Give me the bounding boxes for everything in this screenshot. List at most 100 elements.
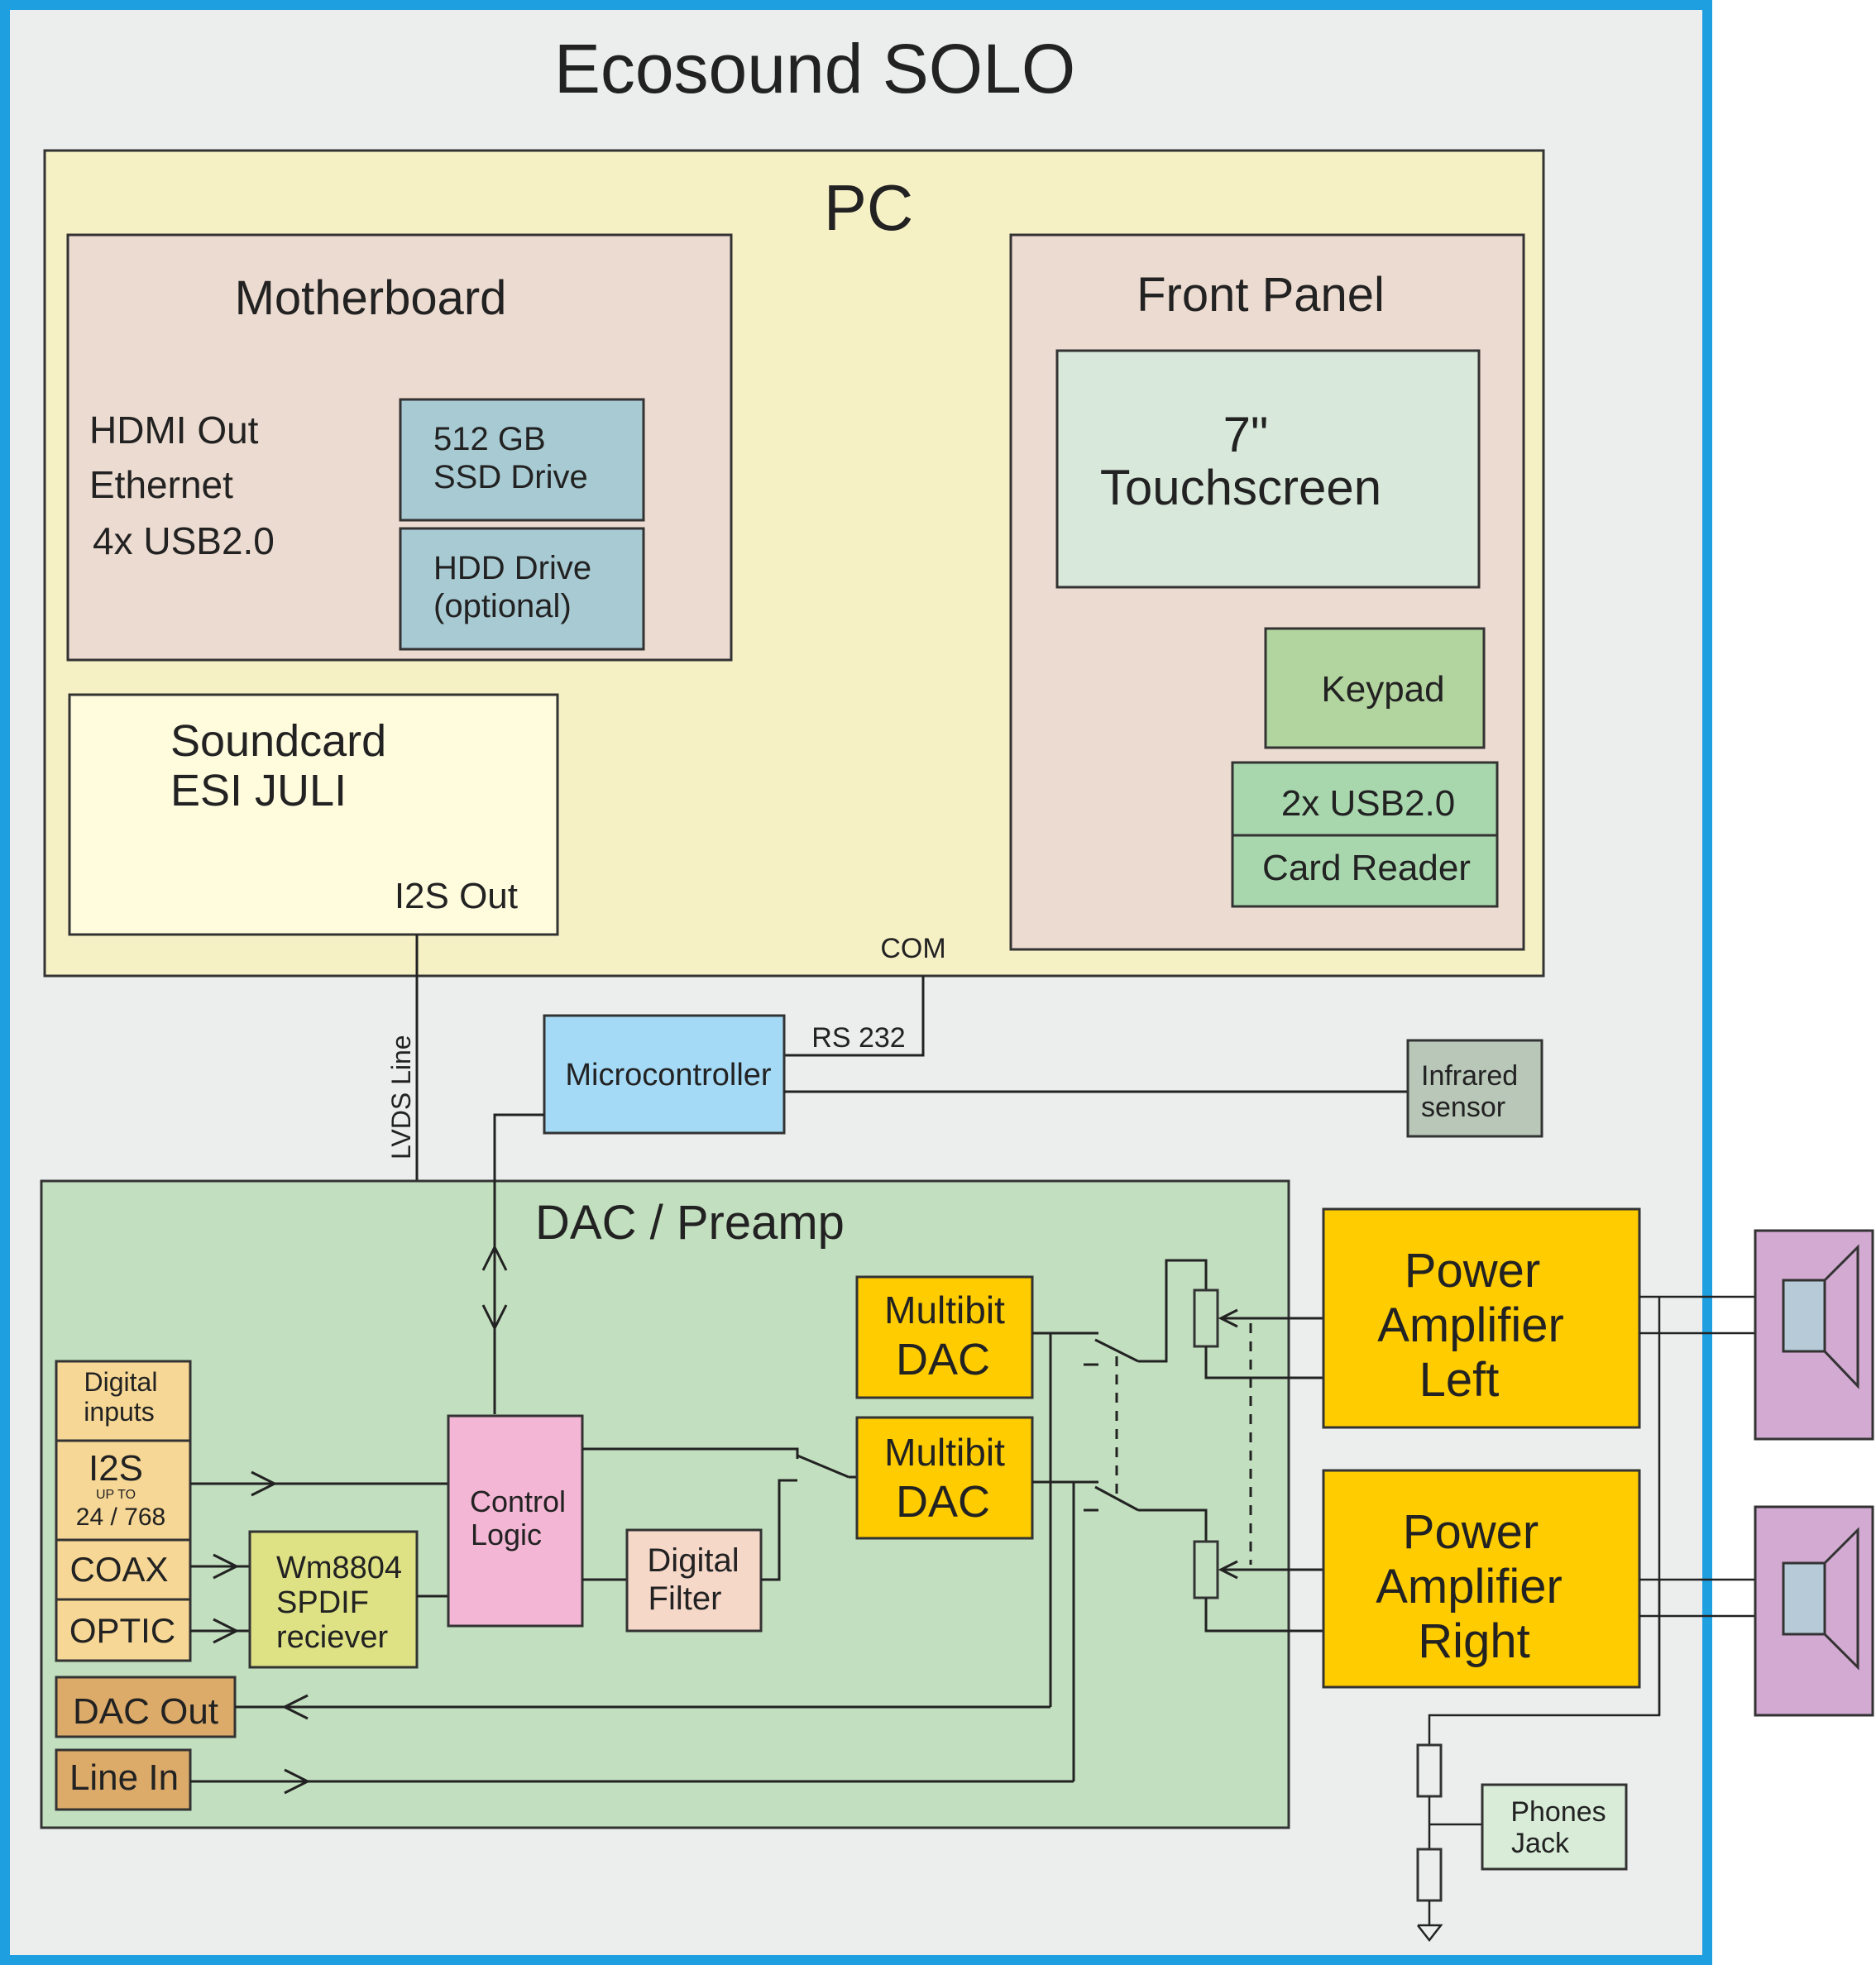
motherboard-label: Motherboard (235, 271, 507, 325)
power-amplifier-right (1322, 1469, 1641, 1689)
ssd-line-1: 512 GB (433, 421, 546, 457)
left-volume-pot (1193, 1288, 1219, 1348)
digital-inputs-header (55, 1360, 192, 1442)
digital-filter-block (625, 1528, 763, 1633)
infrared-line-1: Infrared (1421, 1060, 1518, 1092)
front-usb-label: 2x USB2.0 (1281, 783, 1455, 824)
i2s-arrow (251, 1470, 278, 1497)
dac-out-arrow (281, 1694, 309, 1720)
mcu-arrow-up (481, 1244, 508, 1271)
keypad-label: Keypad (1321, 669, 1444, 710)
multibit-dac-1 (855, 1275, 1034, 1399)
spdif-receiver-block (248, 1530, 419, 1669)
line-in-port[interactable] (55, 1748, 192, 1811)
multibit-dac-2 (855, 1416, 1034, 1540)
left-selector-to-pot (1138, 1259, 1208, 1363)
digital-inputs-line-2: inputs (84, 1397, 154, 1427)
spdif-line-1: Wm8804 (276, 1551, 402, 1585)
optic-arrow (213, 1618, 240, 1644)
amp-left-line-3: Left (1419, 1353, 1500, 1407)
spdif-line-2: SPDIF (276, 1585, 369, 1620)
spdif-line-3: reciever (276, 1620, 388, 1655)
right-speaker-cone (1823, 1527, 1859, 1671)
touchscreen-block (1055, 349, 1481, 589)
i2s-input-rate: 24 / 768 (76, 1504, 165, 1531)
infrared-line-2: sensor (1421, 1092, 1505, 1123)
phones-resistor-bottom (1416, 1848, 1443, 1902)
optic-label: OPTIC (69, 1611, 175, 1650)
coax-input[interactable] (55, 1538, 192, 1601)
control-logic-line-2: Logic (471, 1518, 542, 1551)
amp-left-line-1: Power (1405, 1244, 1540, 1298)
amp-right-line-1: Power (1403, 1505, 1539, 1559)
left-wiper-arrow (1218, 1308, 1238, 1328)
front-panel-label: Front Panel (1137, 268, 1385, 322)
right-speaker-driver (1782, 1561, 1826, 1636)
control-logic-block (447, 1414, 584, 1628)
lvds-label: LVDS Line (386, 1035, 416, 1159)
power-amplifier-left (1322, 1207, 1641, 1429)
com-label: COM (880, 933, 945, 964)
left-pot-ground (1204, 1346, 1323, 1379)
digital-filter-line-1: Digital (647, 1542, 739, 1579)
dac1-line-2: DAC (896, 1335, 990, 1384)
input-switch-blade (797, 1454, 849, 1479)
i2s-input[interactable] (55, 1439, 192, 1542)
coax-label: COAX (69, 1550, 168, 1589)
i2s-input-sub: UP TO (96, 1488, 136, 1502)
card-reader-block (1231, 834, 1499, 908)
dac-out-label: DAC Out (73, 1691, 218, 1732)
keypad-block (1264, 627, 1486, 749)
control-logic-line-1: Control (470, 1485, 566, 1518)
ssd-drive-block (399, 398, 645, 522)
amp-left-line-2: Amplifier (1377, 1298, 1564, 1352)
dac2-line-1: Multibit (884, 1431, 1005, 1474)
port-hdmi: HDMI Out (89, 409, 259, 452)
touchscreen-line-1: 7" (1223, 407, 1269, 462)
ground-symbol (1417, 1924, 1443, 1943)
dac-preamp-label: DAC / Preamp (535, 1196, 845, 1250)
i2s-input-label: I2S (89, 1448, 143, 1489)
dac-preamp-block (40, 1179, 1290, 1829)
left-speaker-cone (1823, 1244, 1859, 1389)
digital-filter-line-2: Filter (648, 1580, 722, 1617)
hdd-drive-block (399, 527, 645, 651)
right-wiper-arrow (1218, 1560, 1238, 1580)
amp-right-line-3: Right (1418, 1614, 1529, 1668)
left-selector-blade (1094, 1338, 1139, 1363)
front-usb-block (1231, 761, 1499, 837)
mcu-control-line (493, 1113, 544, 1414)
line-in-arrow (284, 1768, 311, 1795)
right-pot-ground (1204, 1598, 1323, 1633)
diagram-title: Ecosound SOLO (554, 30, 1075, 108)
filter-out-line (761, 1479, 797, 1581)
mcu-arrow-down (481, 1304, 508, 1332)
phones-line-2: Jack (1511, 1828, 1570, 1859)
microcontroller-label: Microcontroller (565, 1058, 772, 1092)
amp-right-line-2: Amplifier (1376, 1560, 1563, 1614)
dac1-line-1: Multibit (884, 1288, 1005, 1332)
pc-label: PC (824, 171, 913, 244)
soundcard-line-2: ESI JULI (170, 766, 347, 815)
rs232-label: RS 232 (811, 1022, 905, 1054)
rs232-line (784, 976, 925, 1057)
right-volume-pot (1193, 1540, 1219, 1599)
phones-line-1: Phones (1510, 1796, 1606, 1828)
hdd-line-1: HDD Drive (433, 550, 591, 586)
ssd-line-2: SSD Drive (433, 459, 588, 495)
line-in-label: Line In (69, 1757, 179, 1798)
touchscreen-line-2: Touchscreen (1100, 460, 1381, 515)
card-reader-label: Card Reader (1262, 848, 1471, 888)
microcontroller-block (543, 1014, 786, 1135)
dac-out-port[interactable] (55, 1676, 237, 1738)
right-selector-to-pot (1138, 1508, 1208, 1542)
phones-jack-block (1481, 1783, 1628, 1871)
right-selector-blade (1094, 1485, 1139, 1512)
left-speaker-driver (1782, 1279, 1826, 1353)
hdd-line-2: (optional) (433, 588, 572, 624)
infrared-sensor-block (1406, 1039, 1543, 1138)
coax-arrow (213, 1553, 240, 1580)
digital-inputs-line-1: Digital (84, 1367, 158, 1397)
phones-resistor-top (1416, 1743, 1443, 1798)
